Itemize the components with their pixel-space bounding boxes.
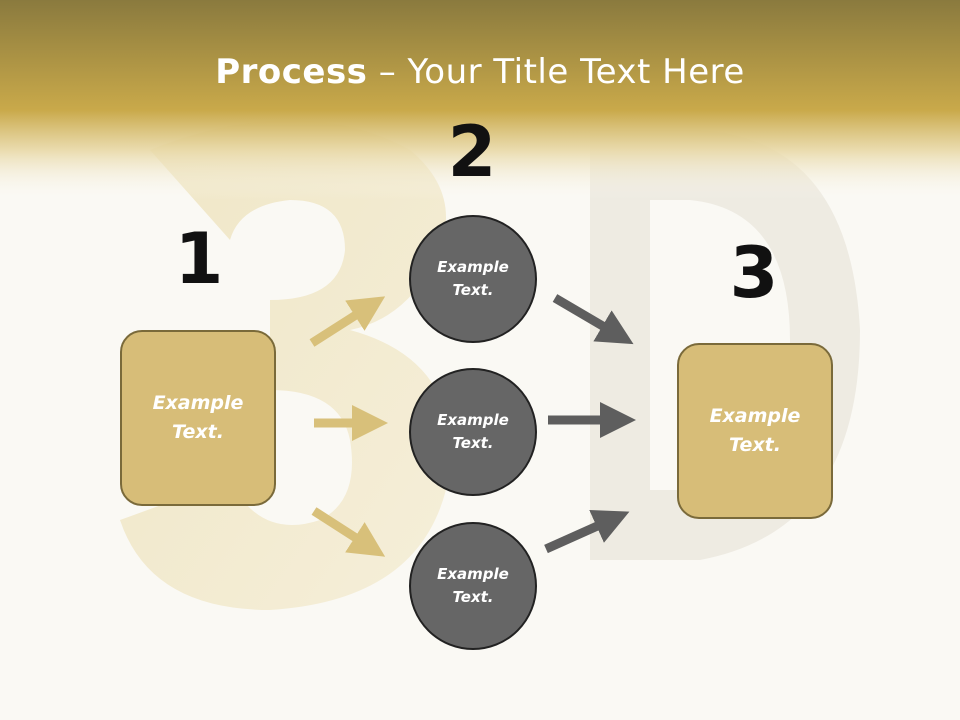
circle-middle-line2: Text. [452,434,494,452]
title-bold: Process [215,52,368,92]
left-box-line2: Text. [172,421,224,443]
right-box-line1: Example [709,405,801,427]
left-box-line1: Example [152,392,244,414]
title-rest: – Your Title Text Here [367,52,745,92]
right-box-line2: Text. [729,434,781,456]
circle-bottom-line1: Example [437,565,509,583]
step-number-3: 3 [729,232,779,314]
circle-middle-line1: Example [437,411,509,429]
circle-bottom-line2: Text. [452,588,494,606]
step-number-1: 1 [174,218,224,300]
circle-top-line1: Example [437,258,509,276]
step-number-2: 2 [447,111,497,193]
circle-top-line2: Text. [452,281,494,299]
page-title: Process – Your Title Text Here [0,52,960,92]
